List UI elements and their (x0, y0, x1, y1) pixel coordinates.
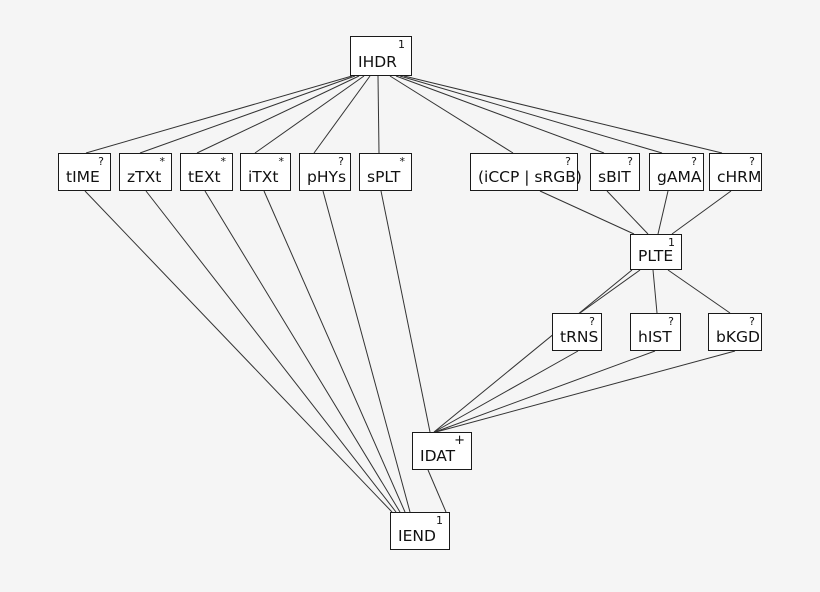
edge-idat-to-iend (427, 469, 447, 513)
node-bkgd[interactable]: bKGD? (708, 313, 762, 351)
node-multiplicity-iccp: ? (565, 155, 571, 168)
edge-ihdr-to-chrm (403, 75, 723, 154)
node-multiplicity-text: * (220, 155, 227, 168)
edge-ihdr-to-splt (377, 75, 380, 154)
edge-ihdr-to-sbit (395, 75, 605, 154)
node-label-text: tEXt (188, 167, 221, 186)
node-multiplicity-ihdr: 1 (398, 38, 405, 51)
edge-plte-to-hist (652, 269, 658, 314)
edge-time-to-iend (84, 190, 393, 513)
edge-ihdr-to-time (85, 75, 353, 154)
edge-ihdr-to-phys (313, 75, 371, 154)
node-splt[interactable]: sPLT* (359, 153, 412, 191)
edge-sbit-to-plte (606, 190, 649, 235)
node-multiplicity-sbit: ? (627, 155, 633, 168)
edge-text-to-iend (204, 190, 401, 513)
node-label-gama: gAMA (657, 167, 702, 186)
node-multiplicity-trns: ? (589, 315, 595, 328)
node-iccp[interactable]: (iCCP | sRGB)? (470, 153, 582, 191)
edge-ztxt-to-iend (145, 190, 397, 513)
node-time[interactable]: tIME? (58, 153, 111, 191)
node-ztxt[interactable]: zTXt* (119, 153, 172, 191)
node-multiplicity-itxt: * (278, 155, 285, 168)
node-label-iccp: (iCCP | sRGB) (478, 167, 582, 186)
node-multiplicity-ztxt: * (159, 155, 166, 168)
edge-iccp-to-plte (539, 190, 635, 235)
node-sbit[interactable]: sBIT? (590, 153, 640, 191)
node-label-idat: IDAT (420, 446, 456, 465)
node-label-bkgd: bKGD (716, 327, 760, 346)
node-label-itxt: iTXt (248, 167, 279, 186)
edge-itxt-to-iend (263, 190, 406, 513)
edge-gama-to-plte (657, 190, 669, 235)
edge-hist-to-idat (434, 350, 656, 433)
node-label-trns: tRNS (560, 327, 599, 346)
node-label-chrm: cHRM (717, 167, 762, 186)
node-label-iend: IEND (398, 526, 436, 545)
node-idat[interactable]: IDAT+ (412, 432, 472, 470)
edge-ihdr-to-itxt (254, 75, 365, 154)
edge-splt-to-idat (380, 190, 431, 433)
edge-bkgd-to-idat (435, 350, 736, 433)
node-multiplicity-iend: 1 (436, 514, 443, 527)
edge-chrm-to-plte (671, 190, 732, 235)
node-itxt[interactable]: iTXt* (240, 153, 291, 191)
node-text[interactable]: tEXt* (180, 153, 233, 191)
node-multiplicity-bkgd: ? (749, 315, 755, 328)
node-multiplicity-idat: + (454, 433, 465, 448)
edge-ihdr-to-text (196, 75, 360, 154)
edge-phys-to-iend (322, 190, 411, 513)
edge-plte-to-idat (433, 269, 633, 433)
node-label-splt: sPLT (367, 167, 401, 186)
node-chrm[interactable]: cHRM? (709, 153, 762, 191)
node-hist[interactable]: hIST? (630, 313, 681, 351)
node-phys[interactable]: pHYs? (299, 153, 351, 191)
edge-plte-to-bkgd (667, 269, 731, 314)
node-multiplicity-chrm: ? (749, 155, 755, 168)
node-multiplicity-plte: 1 (668, 236, 675, 249)
node-gama[interactable]: gAMA? (649, 153, 704, 191)
node-multiplicity-time: ? (98, 155, 104, 168)
node-multiplicity-phys: ? (338, 155, 344, 168)
node-multiplicity-hist: ? (668, 315, 674, 328)
node-label-phys: pHYs (307, 167, 347, 186)
node-label-plte: PLTE (638, 246, 674, 265)
edge-ihdr-to-iccp (389, 75, 514, 154)
edge-plte-to-trns (579, 269, 641, 314)
node-label-time: tIME (66, 167, 100, 186)
edge-ihdr-to-gama (399, 75, 663, 154)
edge-ihdr-to-ztxt (139, 75, 356, 154)
edge-trns-to-idat (433, 350, 579, 433)
node-multiplicity-splt: * (399, 155, 406, 168)
node-label-hist: hIST (638, 327, 672, 346)
node-trns[interactable]: tRNS? (552, 313, 602, 351)
node-label-ihdr: IHDR (358, 52, 397, 71)
node-label-ztxt: zTXt (127, 167, 162, 186)
node-label-sbit: sBIT (598, 167, 631, 186)
node-multiplicity-gama: ? (691, 155, 697, 168)
